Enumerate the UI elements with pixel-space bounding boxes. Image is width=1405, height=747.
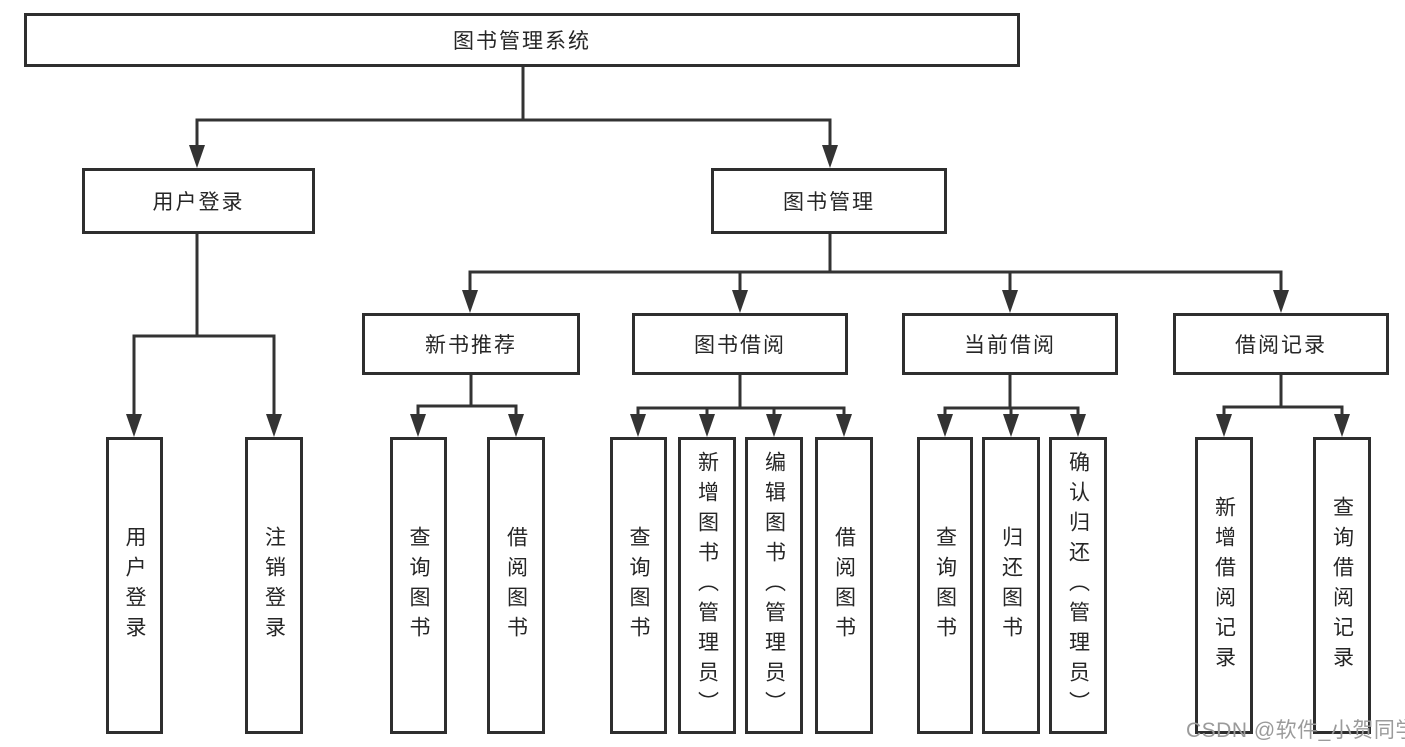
arrowhead-down-icon (836, 414, 852, 437)
node-leaf-user-login: 用户登录 (106, 437, 163, 734)
arrowhead-down-icon (1070, 414, 1086, 437)
watermark: CSDN @软件_小贺同学 (1186, 719, 1405, 742)
arrowhead-down-icon (126, 414, 142, 437)
arrowhead-down-icon (189, 145, 205, 168)
arrowhead-down-icon (1334, 414, 1350, 437)
node-leaf-cb-query-book: 查询图书 (917, 437, 973, 734)
node-leaf-cb-confirm-return-admin: 确认归还（管理员） (1049, 437, 1107, 734)
node-new-book-recommend: 新书推荐 (362, 313, 580, 375)
node-current-borrow: 当前借阅 (902, 313, 1118, 375)
node-leaf-br-add-record: 新增借阅记录 (1195, 437, 1253, 734)
arrowhead-down-icon (508, 414, 524, 437)
node-leaf-bb-query-book: 查询图书 (610, 437, 667, 734)
arrowhead-down-icon (822, 145, 838, 168)
node-borrow-record: 借阅记录 (1173, 313, 1389, 375)
node-leaf-cb-return-book: 归还图书 (982, 437, 1040, 734)
node-leaf-bb-borrow-book: 借阅图书 (815, 437, 873, 734)
node-book-borrow: 图书借阅 (632, 313, 848, 375)
node-leaf-nb-query-book: 查询图书 (390, 437, 447, 734)
node-book-management: 图书管理 (711, 168, 947, 234)
arrowhead-down-icon (266, 414, 282, 437)
arrowhead-down-icon (630, 414, 646, 437)
arrowhead-down-icon (732, 290, 748, 313)
arrowhead-down-icon (1002, 290, 1018, 313)
node-user-login: 用户登录 (82, 168, 315, 234)
node-leaf-nb-borrow-book: 借阅图书 (487, 437, 545, 734)
arrowhead-down-icon (1003, 414, 1019, 437)
arrowhead-down-icon (1216, 414, 1232, 437)
node-leaf-br-query-record: 查询借阅记录 (1313, 437, 1371, 734)
node-leaf-logout: 注销登录 (245, 437, 303, 734)
node-leaf-bb-edit-book-admin: 编辑图书（管理员） (745, 437, 803, 734)
arrowhead-down-icon (410, 414, 426, 437)
arrowhead-down-icon (937, 414, 953, 437)
arrowhead-down-icon (462, 290, 478, 313)
arrowhead-down-icon (766, 414, 782, 437)
node-leaf-bb-add-book-admin: 新增图书（管理员） (678, 437, 736, 734)
arrowhead-down-icon (699, 414, 715, 437)
node-root: 图书管理系统 (24, 13, 1020, 67)
arrowhead-down-icon (1273, 290, 1289, 313)
